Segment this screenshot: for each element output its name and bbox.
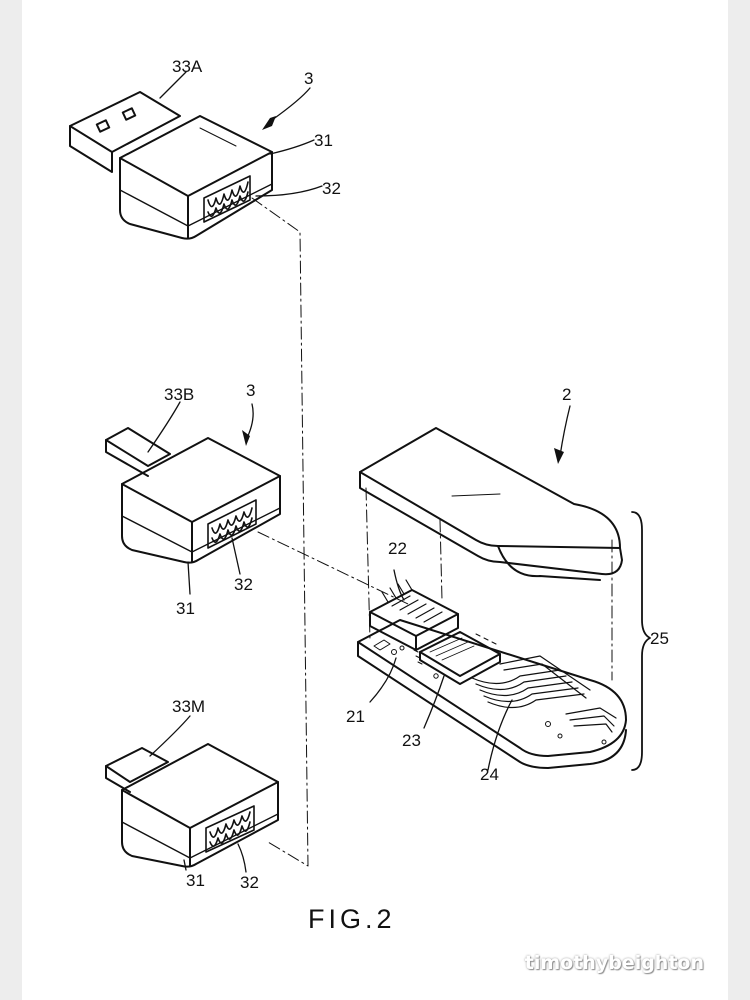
adapter-m-plug <box>105 747 169 793</box>
watermark-text: timothybeighton <box>524 952 704 974</box>
device-connector-22 <box>369 579 459 651</box>
label-22: 22 <box>388 539 407 558</box>
device-cover <box>359 427 623 581</box>
label-31-top: 31 <box>314 131 333 150</box>
adapter-b-plug <box>105 427 171 477</box>
device-base <box>357 619 627 769</box>
figure-caption: FIG.2 <box>308 904 396 934</box>
arrowheads <box>242 116 564 464</box>
print-sheet <box>22 0 728 1000</box>
reference-labels: 33A 3 31 32 33B 3 31 32 33M 31 32 2 22 2… <box>164 57 669 934</box>
label-32-middle: 32 <box>234 575 253 594</box>
adapter-b-socket <box>207 499 257 549</box>
device-assembly-brace <box>631 511 651 771</box>
adapter-b-housing <box>121 437 281 564</box>
adapter-a <box>69 91 273 240</box>
label-31-bottom: 31 <box>186 871 205 890</box>
label-3-middle: 3 <box>246 381 255 400</box>
leader-lines <box>147 71 571 873</box>
adapter-a-housing <box>119 115 273 240</box>
adapter-a-socket <box>203 175 251 223</box>
adapter-m <box>105 743 279 868</box>
device-chip-23 <box>413 631 501 685</box>
adapter-a-plug <box>69 91 181 173</box>
label-33m: 33M <box>172 697 205 716</box>
device-components <box>373 639 607 745</box>
adapter-m-housing <box>121 743 279 868</box>
device-traces-24 <box>471 655 617 733</box>
label-31-middle: 31 <box>176 599 195 618</box>
label-2: 2 <box>562 385 571 404</box>
alignment-lines <box>251 197 613 867</box>
adapter-m-socket <box>205 805 255 853</box>
label-21: 21 <box>346 707 365 726</box>
label-24: 24 <box>480 765 499 784</box>
device-2 <box>357 427 651 771</box>
label-25: 25 <box>650 629 669 648</box>
label-32-bottom: 32 <box>240 873 259 892</box>
label-3-top: 3 <box>304 69 313 88</box>
label-33a: 33A <box>172 57 203 76</box>
label-33b: 33B <box>164 385 194 404</box>
adapter-b <box>105 427 281 564</box>
label-32-top: 32 <box>322 179 341 198</box>
label-23: 23 <box>402 731 421 750</box>
